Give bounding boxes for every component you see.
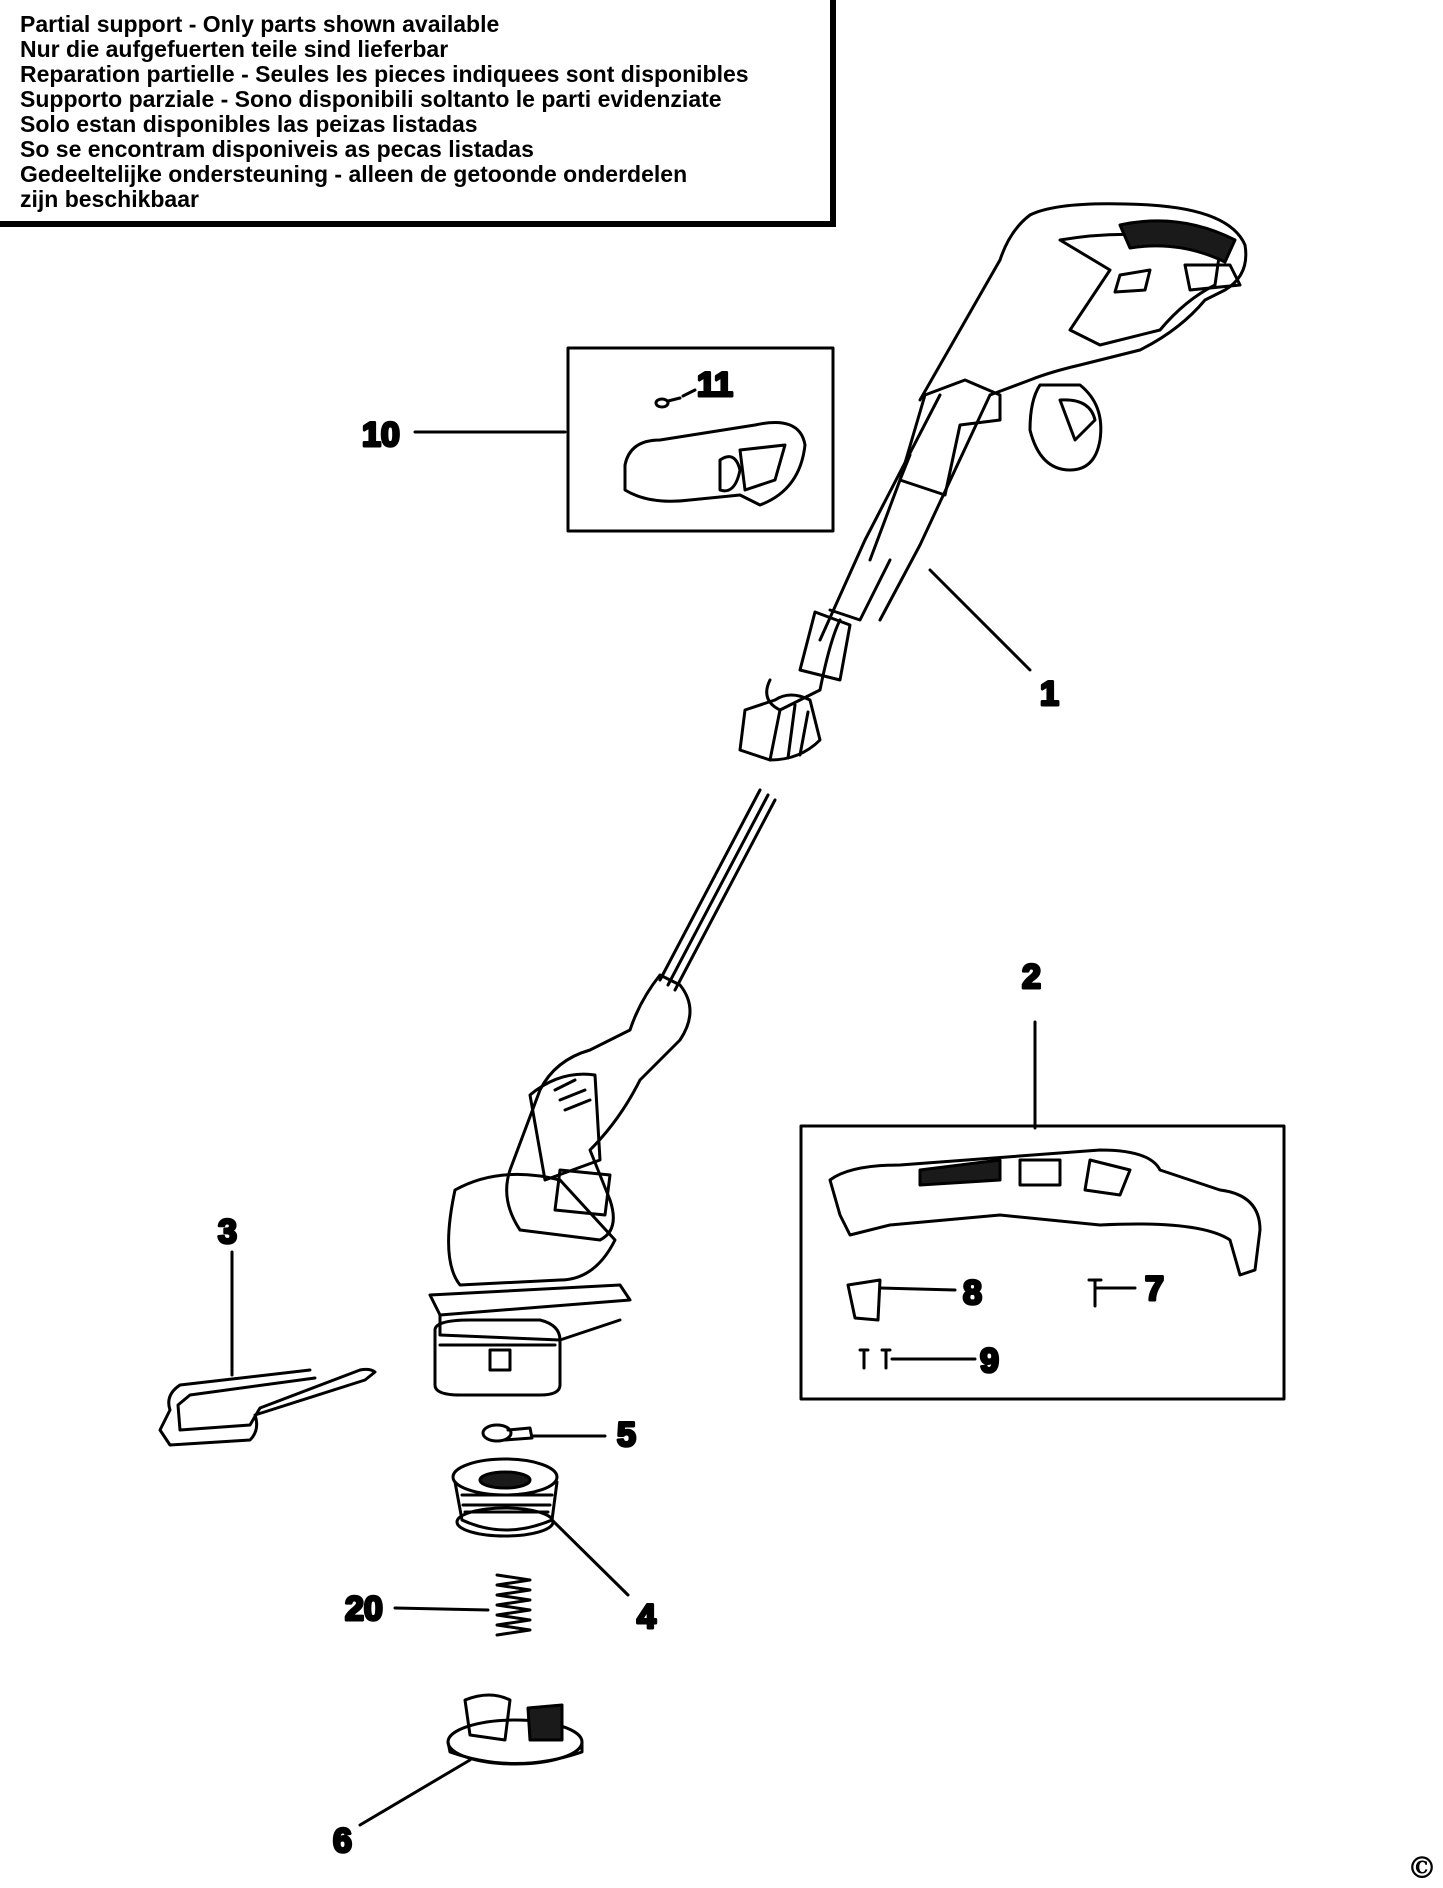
callout-11[interactable]: 11 [696,365,735,406]
clip-8[interactable] [846,1278,957,1322]
notice-line-de: Nur die aufgefuerten teile sind lieferba… [20,36,449,62]
notice-line-nl-cont: zijn beschikbaar [20,186,199,212]
screw-11[interactable] [654,388,697,409]
handle-cover-part[interactable] [623,421,807,507]
notice-line-it: Supporto parziale - Sono disponibili sol… [20,86,722,112]
callout-20[interactable]: 20 [344,1589,385,1630]
screws-9[interactable] [858,1348,977,1370]
notice-line-pt: So se encontram disponiveis as pecas lis… [20,136,534,162]
callout-3[interactable]: 3 [217,1212,239,1253]
notice-line-fr: Reparation partielle - Seules les pieces… [20,61,749,87]
spool-lever-5[interactable] [481,1423,607,1443]
callout-2[interactable]: 2 [1021,957,1043,998]
notice-line-en: Partial support - Only parts shown avail… [20,11,500,37]
callout-8[interactable]: 8 [962,1273,984,1314]
guard-part[interactable] [828,1148,1262,1277]
inset-box-guard [799,1124,1286,1401]
edge-guide-wire[interactable] [158,1367,377,1447]
spool-cover-6[interactable] [446,1693,584,1766]
callout-6[interactable]: 6 [332,1821,354,1862]
copyright-mark: © [1407,1851,1437,1886]
spring-20[interactable] [393,1573,532,1637]
leader-line-1 [928,568,1032,672]
trimmer-handle-assembly[interactable] [428,202,1248,1397]
callout-1[interactable]: 1 [1039,674,1061,715]
leader-line-4 [550,1518,630,1597]
callout-9[interactable]: 9 [979,1341,1001,1382]
inset-box-handle-cover [566,346,835,533]
screw-7[interactable] [1087,1278,1137,1308]
callout-7[interactable]: 7 [1144,1269,1166,1310]
notice-line-nl: Gedeeltelijke ondersteuning - alleen de … [20,161,688,187]
callout-4[interactable]: 4 [636,1597,658,1638]
partial-support-notice: Partial support - Only parts shown avail… [0,0,836,227]
spool-4[interactable] [451,1457,559,1538]
callout-10[interactable]: 10 [361,415,402,456]
callout-5[interactable]: 5 [616,1415,638,1456]
notice-line-es: Solo estan disponibles las peizas listad… [20,111,478,137]
leader-line-6 [358,1758,472,1827]
